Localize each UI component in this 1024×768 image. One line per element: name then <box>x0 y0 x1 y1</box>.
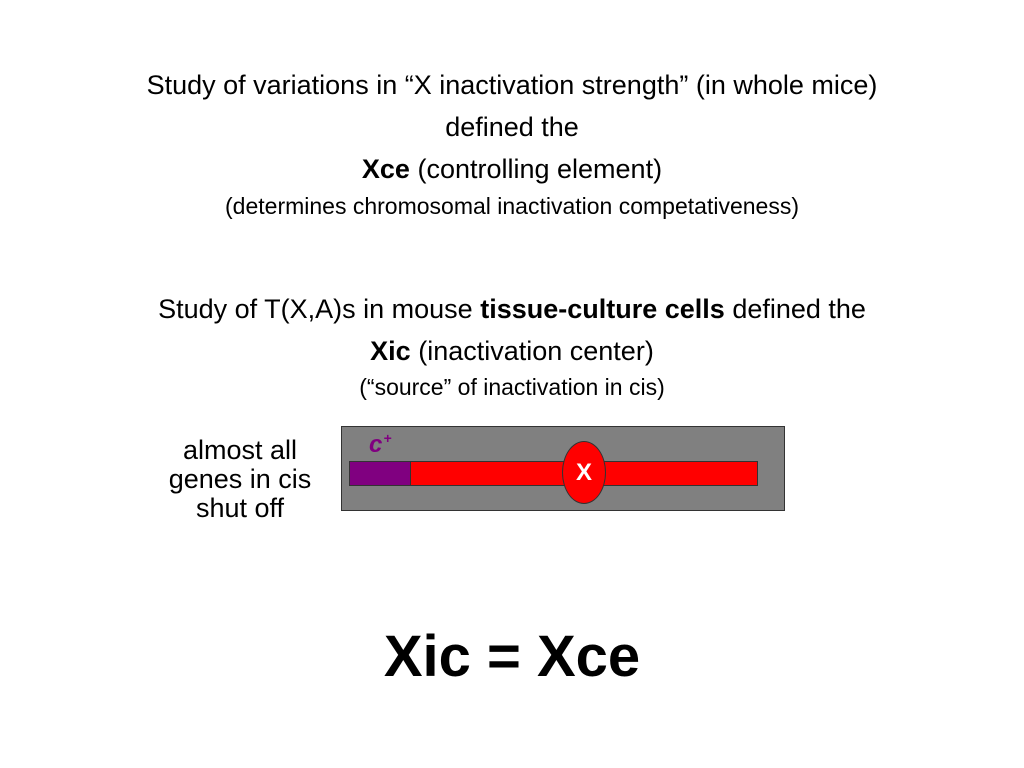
tissue-culture-term: tissue-culture cells <box>480 294 725 324</box>
c-plus-segment <box>349 461 411 486</box>
xce-description: (controlling element) <box>409 154 663 184</box>
side-label-line2: genes in cis <box>168 464 312 494</box>
xce-term: Xce <box>361 154 410 184</box>
block1-line3: Xce (controlling element) <box>0 156 1024 183</box>
xic-equals-xce-equation: Xic = Xce <box>383 624 641 689</box>
c-superscript: + <box>383 430 392 446</box>
xic-description: (inactivation center) <box>410 336 654 366</box>
c-letter: c <box>369 431 383 458</box>
side-label-line3: shut off <box>195 493 285 523</box>
side-label-line1: almost all <box>182 435 298 465</box>
block1-line2: defined the <box>445 112 579 142</box>
block2-line2: Xic (inactivation center) <box>0 338 1024 365</box>
block2-line1-pre: Study of T(X,A)s in mouse <box>158 294 481 324</box>
genes-shut-off-label: almost all genes in cis shut off <box>140 436 340 523</box>
block2-line1-post: defined the <box>724 294 866 324</box>
x-label: X <box>575 458 592 486</box>
x-inactivation-center-oval: X <box>562 441 606 504</box>
c-plus-label: c+ <box>369 430 392 458</box>
block2-line3: (“source” of inactivation in cis) <box>359 374 665 400</box>
block1-line1: Study of variations in “X inactivation s… <box>146 70 878 100</box>
block2-line1: Study of T(X,A)s in mouse tissue-culture… <box>0 296 1024 323</box>
block1-line4: (determines chromosomal inactivation com… <box>225 193 799 219</box>
xic-term: Xic <box>370 336 411 366</box>
